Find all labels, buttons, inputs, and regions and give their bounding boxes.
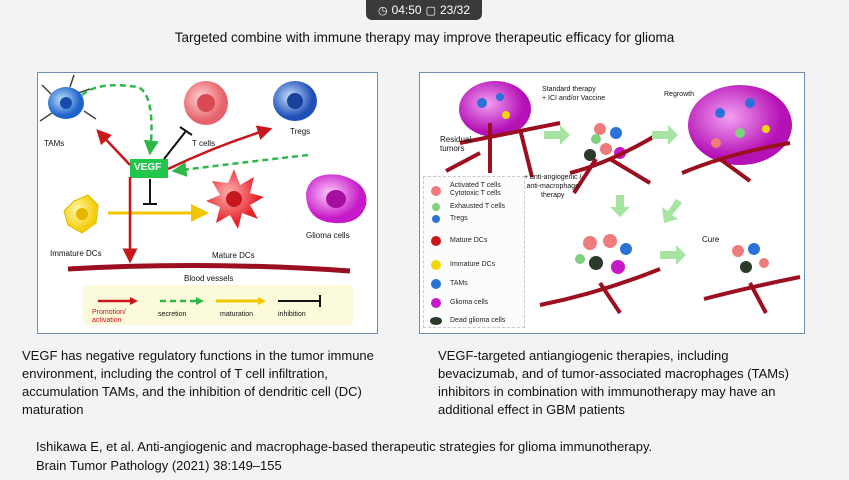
flow-arrow-1	[544, 125, 570, 145]
legend-secretion: secretion	[158, 311, 187, 318]
blood-vessel-line	[67, 262, 351, 274]
label-tams: TAMs	[44, 139, 65, 148]
legend-maturation: maturation	[220, 311, 254, 318]
timer: 04:50	[391, 3, 422, 17]
label-standard-1: Standard therapy	[542, 86, 596, 93]
vegf-box	[130, 159, 168, 178]
presentation-status-bar: ◷ 04:50 ▢ 23/32	[366, 0, 482, 20]
label-vegf: VEGF	[134, 162, 162, 173]
legend-tams: TAMs	[450, 280, 468, 287]
label-immature-dcs: Immature DCs	[50, 249, 102, 258]
slide-counter: 23/32	[440, 3, 471, 17]
label-anti-1: + anti-angiogenic /	[524, 174, 582, 181]
label-glioma: Glioma cells	[306, 231, 350, 240]
label-tcells: T cells	[192, 139, 215, 148]
treg-icon	[273, 81, 317, 121]
flow-arrow-4	[660, 245, 686, 265]
tcell-icon	[184, 81, 228, 125]
label-residual-1: Residual	[440, 135, 472, 144]
mature-dc-icon	[206, 169, 264, 229]
legend-promotion: Promotion/ activation	[92, 309, 126, 325]
label-residual-2: tumors	[440, 144, 465, 153]
legend-dead-glioma-icon	[430, 317, 442, 325]
label-residual: Residual tumors	[440, 135, 471, 153]
flow-arrow-2	[652, 125, 678, 145]
legend-exhausted-icon	[432, 203, 440, 211]
therapy-diagram-graphic	[445, 81, 801, 315]
legend-mature-dc-icon	[431, 236, 441, 246]
label-cure: Cure	[702, 235, 720, 244]
flow-arrow-5	[662, 199, 682, 223]
legend-immature-dcs: Immature DCs	[450, 261, 496, 268]
label-mature-dcs: Mature DCs	[212, 251, 255, 260]
legend-tregs-icon	[432, 215, 440, 223]
legend-exhausted: Exhausted T cells	[450, 203, 505, 210]
label-anti-2: anti-macrophage	[526, 183, 579, 190]
right-caption: VEGF-targeted antiangiogenic therapies, …	[438, 348, 789, 417]
standard-therapy-icon	[569, 123, 662, 195]
legend-immature-dc-icon	[431, 260, 441, 270]
label-regrowth: Regrowth	[664, 91, 694, 98]
legend-tams-icon	[431, 279, 441, 289]
legend-glioma-icon	[431, 298, 441, 308]
legend-cytotoxic: Cytotoxic T cells	[450, 190, 501, 197]
cell-legend: Activated T cells Cytotoxic T cells Exha…	[423, 176, 525, 328]
legend-glioma: Glioma cells	[450, 299, 489, 306]
arrow-legend	[83, 285, 353, 325]
left-caption: VEGF has negative regulatory functions i…	[22, 348, 374, 417]
tam-cell-icon	[39, 74, 97, 122]
label-blood-vessels: Blood vessels	[184, 274, 234, 283]
immature-dc-icon	[63, 194, 99, 234]
vegf-diagram-graphic	[39, 74, 367, 315]
label-standard: Standard therapy + ICI and/or Vaccine	[542, 85, 605, 103]
label-tregs: Tregs	[290, 127, 311, 136]
legend-activated-icon	[431, 186, 441, 196]
slide-title: Targeted combine with immune therapy may…	[174, 30, 675, 45]
glioma-cell-icon	[306, 174, 367, 224]
legend-dead-glioma: Dead glioma cells	[450, 317, 506, 324]
legend-promotion-1: Promotion/	[92, 309, 126, 316]
clock-icon: ◷	[377, 4, 388, 17]
label-standard-2: + ICI and/or Vaccine	[542, 95, 606, 102]
reference-line-1: Ishikawa E, et al. Anti-angiogenic and m…	[36, 439, 653, 454]
combined-therapy-icon	[539, 234, 661, 315]
legend-mature-dcs: Mature DCs	[450, 237, 488, 244]
legend-inhibition: inhibition	[278, 311, 306, 318]
regrowth-tumor-icon	[681, 85, 792, 183]
label-anti: + anti-angiogenic / anti-macrophage ther…	[524, 173, 581, 200]
slide-icon: ▢	[425, 4, 436, 17]
vegf-diagram: TAMs T cells Tregs VEGF Glioma cells Imm…	[37, 72, 378, 334]
label-anti-3: therapy	[541, 192, 565, 199]
cure-icon	[703, 243, 801, 314]
legend-tregs: Tregs	[450, 215, 468, 222]
residual-tumor-icon	[445, 81, 561, 178]
legend-promotion-2: activation	[92, 317, 122, 324]
legend-activated: Activated T cells	[450, 182, 501, 189]
reference-line-2: Brain Tumor Pathology (2021) 38:149–155	[36, 458, 282, 473]
flow-arrow-3	[610, 195, 630, 217]
